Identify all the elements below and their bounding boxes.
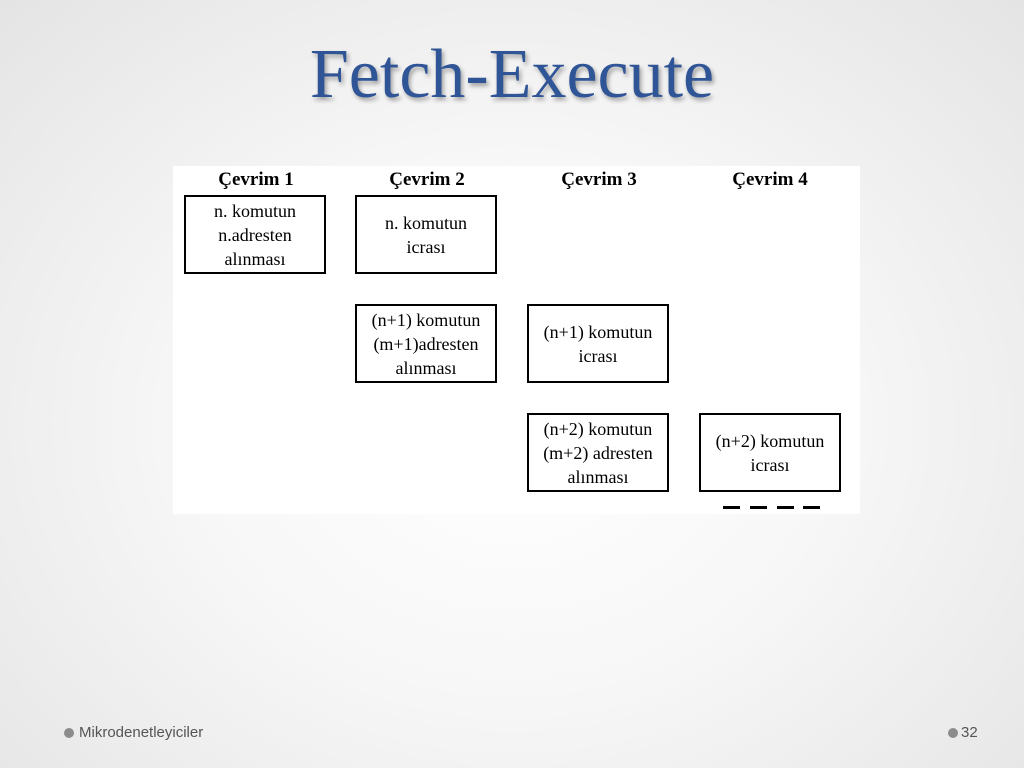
step-box-execute-n-plus-2: (n+2) komutun icrası (699, 413, 841, 492)
continuation-dash (777, 506, 794, 509)
step-text: (n+1) komutun icrası (543, 321, 653, 366)
step-text: (n+2) komutun (m+2) adresten alınması (543, 418, 653, 487)
continuation-dash (750, 506, 767, 509)
page-number-bullet-icon (948, 728, 958, 738)
slide-title: Fetch-Execute (309, 36, 715, 113)
column-header-3: Çevrim 3 (561, 169, 637, 190)
step-box-fetch-n-plus-1: (n+1) komutun (m+1)adresten alınması (355, 304, 497, 383)
continuation-dash (803, 506, 820, 509)
step-box-execute-n: n. komutun icrası (355, 195, 497, 274)
continuation-dash (723, 506, 740, 509)
column-header-1: Çevrim 1 (218, 169, 294, 190)
footer-label: Mikrodenetleyiciler (79, 724, 204, 741)
step-text: n. komutun icrası (384, 212, 467, 257)
step-text: (n+2) komutun icrası (715, 430, 825, 475)
step-text: n. komutun n.adresten alınması (213, 200, 296, 269)
footer-bullet-icon (64, 728, 74, 738)
column-header-2: Çevrim 2 (389, 169, 465, 190)
step-box-fetch-n: n. komutun n.adresten alınması (184, 195, 326, 274)
step-box-execute-n-plus-1: (n+1) komutun icrası (527, 304, 669, 383)
step-text: (n+1) komutun (m+1)adresten alınması (371, 309, 481, 378)
page-number: 32 (961, 724, 978, 741)
fetch-execute-diagram: Çevrim 1 Çevrim 2 Çevrim 3 Çevrim 4 n. k… (173, 166, 860, 514)
step-box-fetch-n-plus-2: (n+2) komutun (m+2) adresten alınması (527, 413, 669, 492)
column-header-4: Çevrim 4 (732, 169, 808, 190)
